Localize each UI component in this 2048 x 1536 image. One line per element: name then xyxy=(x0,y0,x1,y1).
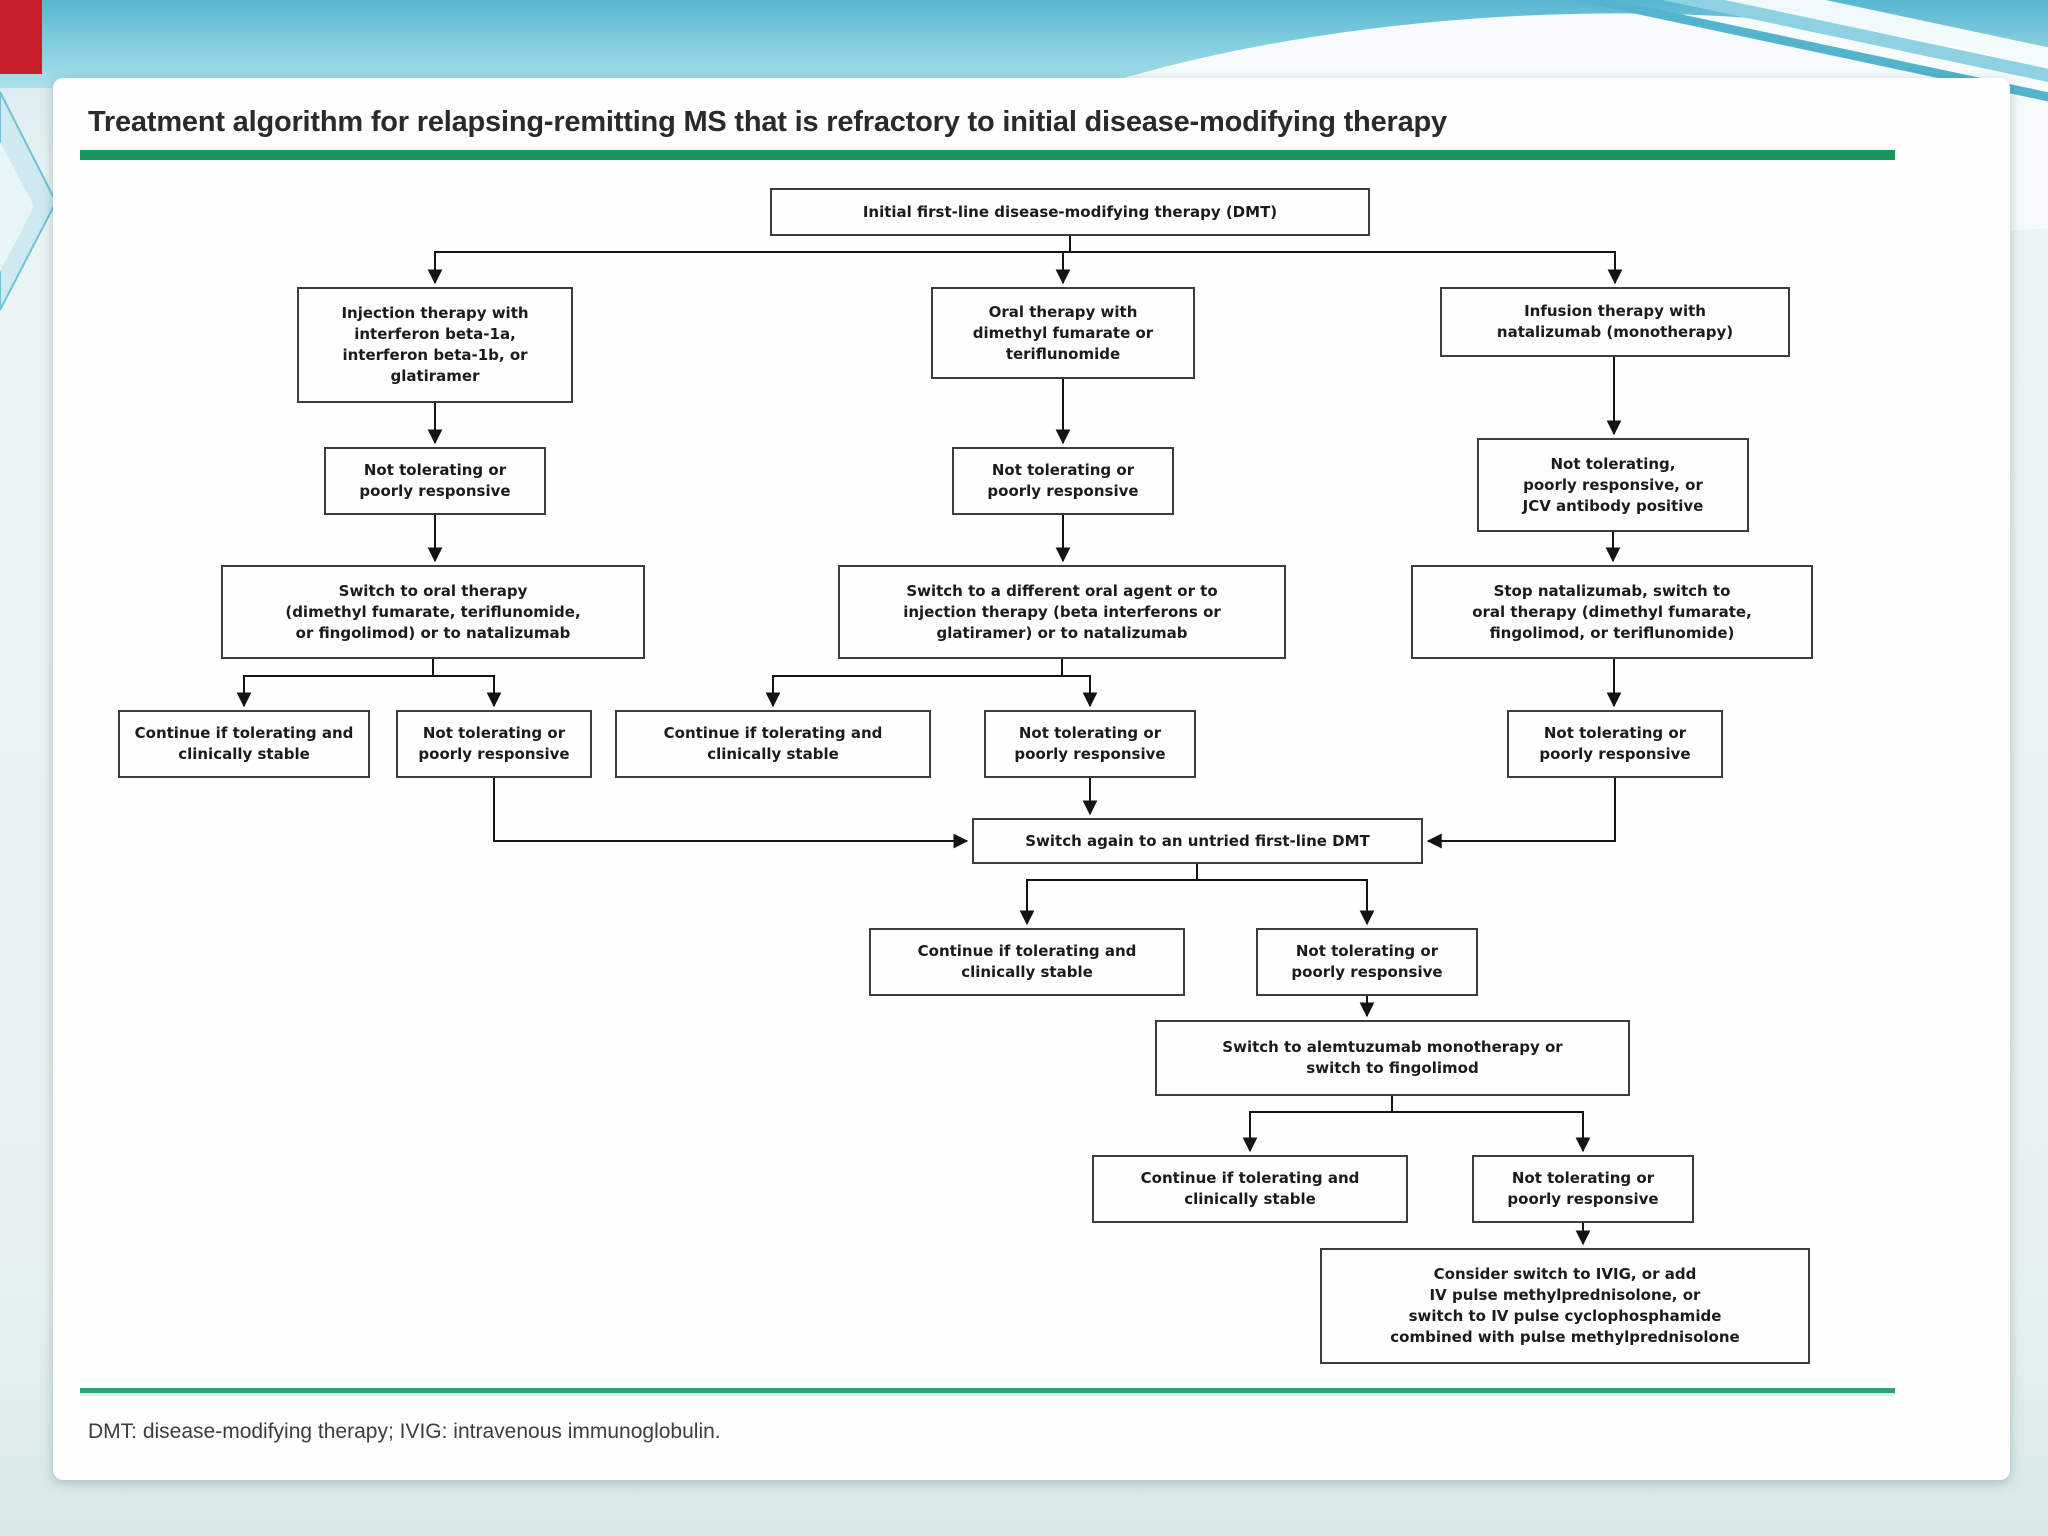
node-ivig-consider: Consider switch to IVIG, or add IV pulse… xyxy=(1320,1248,1810,1364)
node-alemtuzumab-switch: Switch to alemtuzumab monotherapy or swi… xyxy=(1155,1020,1630,1096)
page-title: Treatment algorithm for relapsing-remitt… xyxy=(88,106,1447,138)
abbreviation-footnote: DMT: disease-modifying therapy; IVIG: in… xyxy=(88,1420,721,1443)
node-injection-not-tolerating: Not tolerating or poorly responsive xyxy=(324,447,546,515)
title-rule xyxy=(80,150,1895,160)
node-injection-therapy: Injection therapy with interferon beta-1… xyxy=(297,287,573,403)
node-injection-continue: Continue if tolerating and clinically st… xyxy=(118,710,370,778)
node-alemtuzumab-not-tolerating: Not tolerating or poorly responsive xyxy=(1472,1155,1694,1223)
node-untried-continue: Continue if tolerating and clinically st… xyxy=(869,928,1185,996)
node-initial-dmt: Initial first-line disease-modifying the… xyxy=(770,188,1370,236)
node-injection-not-tolerating-2: Not tolerating or poorly responsive xyxy=(396,710,592,778)
node-injection-switch: Switch to oral therapy (dimethyl fumarat… xyxy=(221,565,645,659)
node-infusion-not-tolerating-2: Not tolerating or poorly responsive xyxy=(1507,710,1723,778)
node-infusion-therapy: Infusion therapy with natalizumab (monot… xyxy=(1440,287,1790,357)
bottom-rule xyxy=(80,1388,1895,1393)
node-oral-not-tolerating-2: Not tolerating or poorly responsive xyxy=(984,710,1196,778)
red-corner-accent xyxy=(0,0,42,74)
node-untried-not-tolerating: Not tolerating or poorly responsive xyxy=(1256,928,1478,996)
node-infusion-not-tolerating: Not tolerating, poorly responsive, or JC… xyxy=(1477,438,1749,532)
node-oral-continue: Continue if tolerating and clinically st… xyxy=(615,710,931,778)
node-alemtuzumab-continue: Continue if tolerating and clinically st… xyxy=(1092,1155,1408,1223)
node-oral-not-tolerating: Not tolerating or poorly responsive xyxy=(952,447,1174,515)
node-oral-therapy: Oral therapy with dimethyl fumarate or t… xyxy=(931,287,1195,379)
corner-triangles-decoration xyxy=(0,91,58,311)
node-infusion-switch: Stop natalizumab, switch to oral therapy… xyxy=(1411,565,1813,659)
node-oral-switch: Switch to a different oral agent or to i… xyxy=(838,565,1286,659)
node-switch-again-untried-dmt: Switch again to an untried first-line DM… xyxy=(972,818,1423,864)
